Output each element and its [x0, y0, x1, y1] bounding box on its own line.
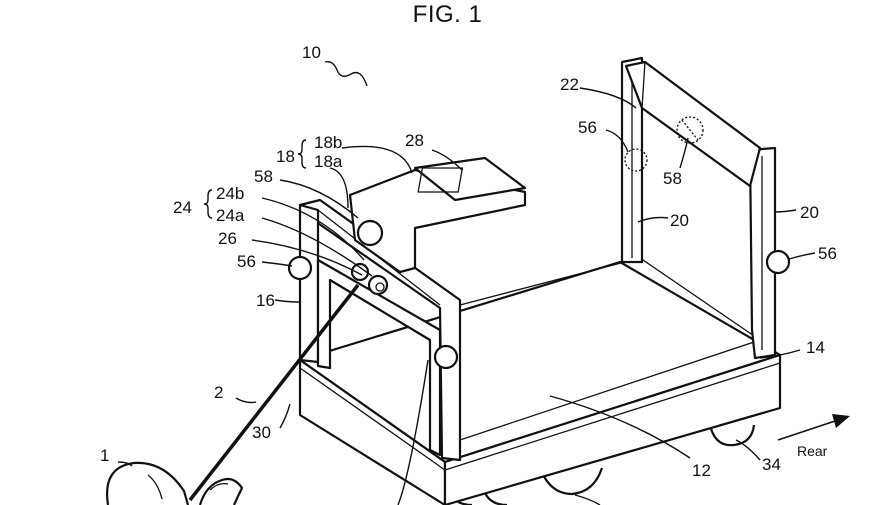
ref-1: 1 [100, 446, 109, 465]
direction-label: Rear [797, 443, 828, 459]
sensor-unit [350, 262, 389, 296]
ref-16: 16 [256, 291, 275, 310]
ref-14: 14 [806, 338, 825, 357]
rear-arrow [777, 414, 850, 441]
ref-26: 26 [218, 229, 237, 248]
ref-28: 28 [405, 131, 424, 150]
ref-30: 30 [252, 423, 271, 442]
ref-10: 10 [302, 43, 321, 62]
ref-18b: 18b [314, 133, 342, 152]
ref-24b: 24b [216, 184, 244, 203]
proximity-sensors [287, 116, 791, 370]
animal-head [105, 461, 244, 505]
ref-58a: 58 [254, 167, 273, 186]
brace-24 [203, 189, 213, 219]
ref-22: 22 [560, 75, 579, 94]
brace-18 [297, 139, 307, 169]
ref-20a: 20 [670, 211, 689, 230]
ref-24: 24 [173, 198, 192, 217]
figure-title: FIG. 1 [412, 1, 483, 28]
ref-12: 12 [692, 461, 711, 480]
ref-2: 2 [214, 383, 223, 402]
ref-56b: 56 [578, 118, 597, 137]
ref-18: 18 [276, 147, 295, 166]
ref-24a: 24a [216, 206, 245, 225]
tether-line [188, 283, 360, 502]
ref-56a: 56 [237, 252, 256, 271]
rear-handle-frame [620, 56, 777, 360]
ref-34: 34 [762, 455, 781, 474]
ref-58b: 58 [663, 169, 682, 188]
ref-20b: 20 [800, 203, 819, 222]
ref-56c: 56 [818, 244, 837, 263]
ref-18a: 18a [314, 152, 343, 171]
operation-unit [348, 156, 527, 274]
leader-lines [117, 60, 816, 505]
